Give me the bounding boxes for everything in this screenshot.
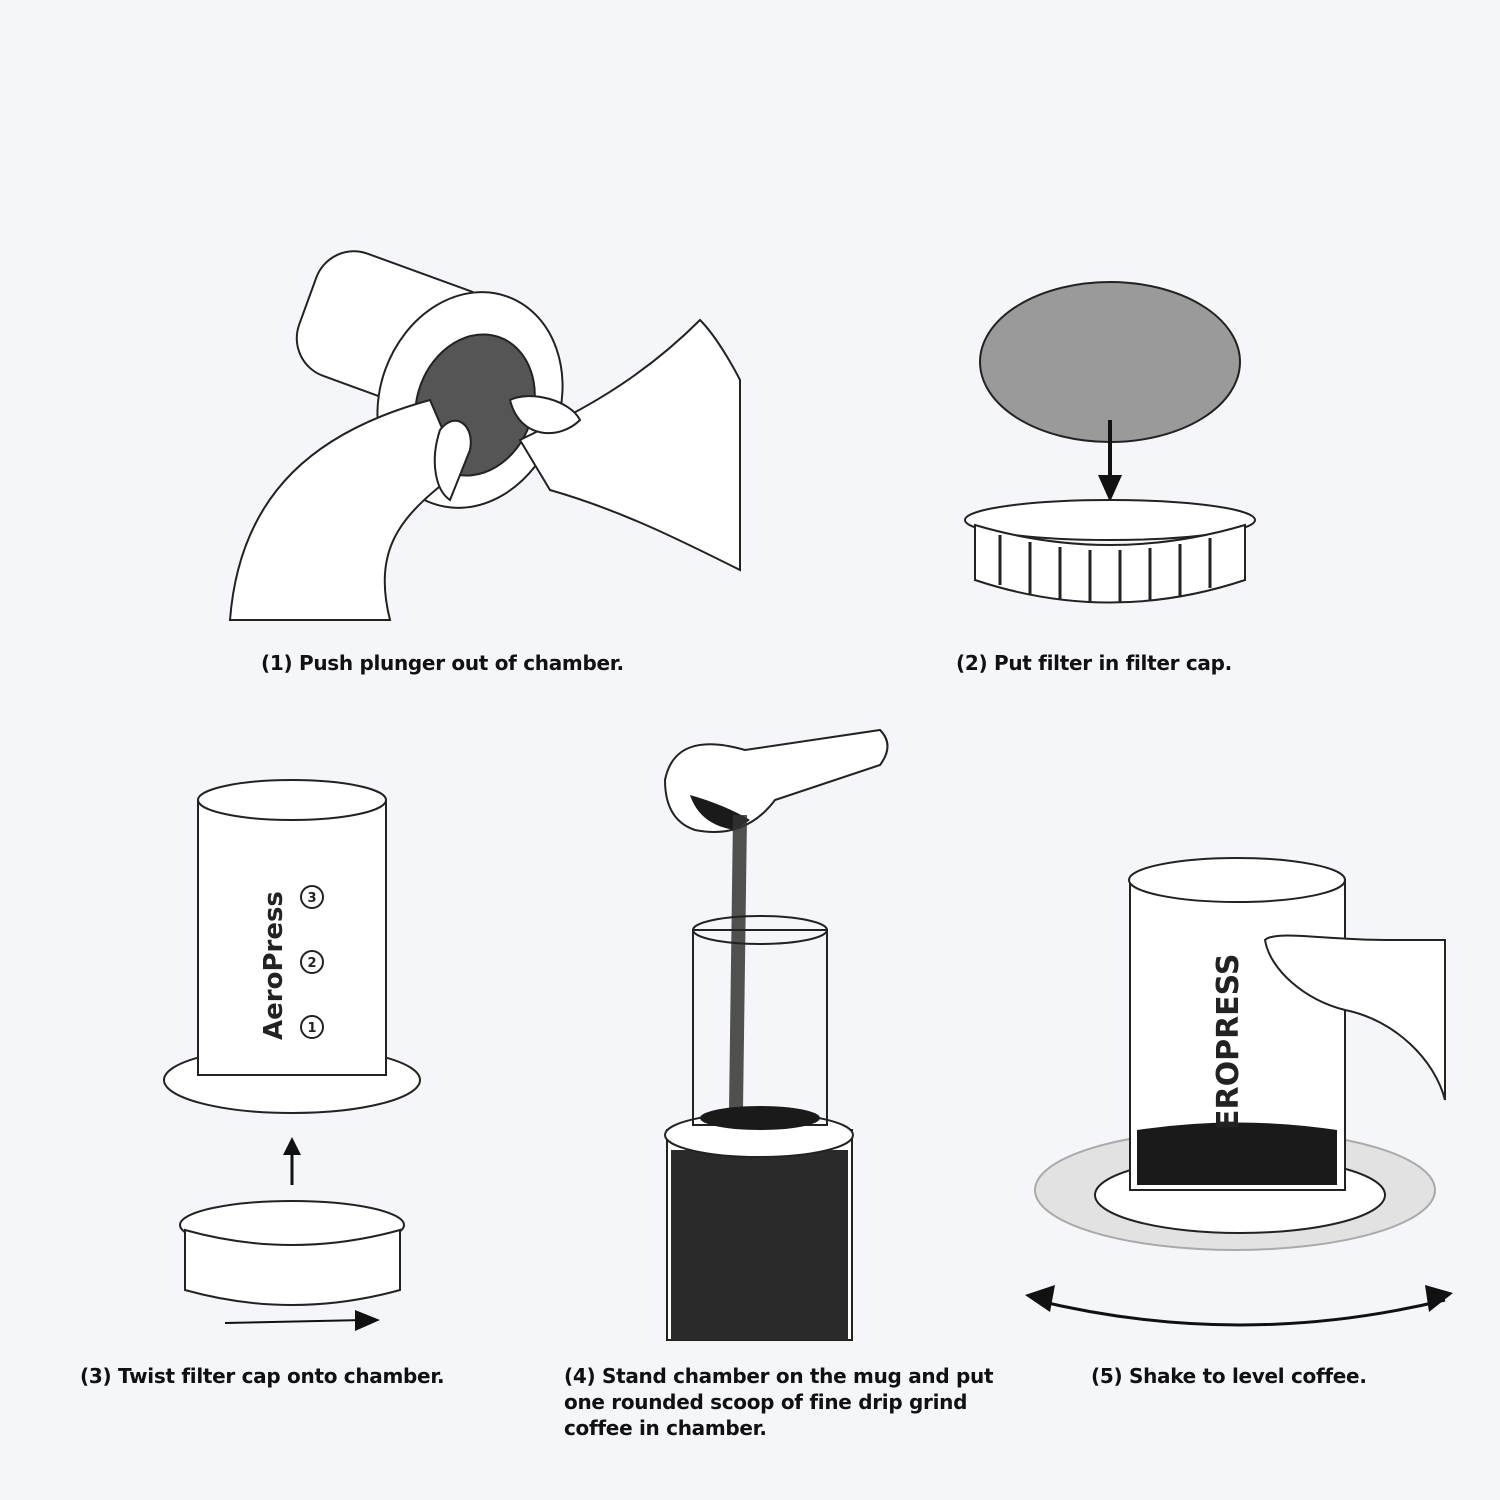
shake-arrow-right-icon (1425, 1285, 1453, 1312)
step-5-illustration: EROPRESS (1025, 857, 1453, 1327)
step-1-caption: (1) Push plunger out of chamber. (261, 651, 624, 675)
step-4-caption: (4) Stand chamber on the mug and put one… (564, 1364, 994, 1440)
chamber-marks (300, 885, 324, 1039)
step-4-illustration (663, 728, 889, 1341)
brand-logo: AeroPress (259, 891, 289, 1040)
step-1-illustration (228, 250, 741, 621)
paper-filter (979, 281, 1241, 443)
brand-logo-2: EROPRESS (1211, 953, 1246, 1130)
shake-arrow-left-icon (1025, 1285, 1055, 1312)
twist-arrow-icon (224, 1319, 366, 1324)
mark-1: 1 (307, 1021, 316, 1036)
step-2-caption: (2) Put filter in filter cap. (956, 651, 1232, 675)
mark-3: 3 (307, 891, 316, 906)
step-3-caption: (3) Twist filter cap onto chamber. (80, 1364, 445, 1388)
mark-2: 2 (307, 956, 316, 971)
coffee-stream (729, 815, 747, 1110)
step-2-illustration (964, 281, 1256, 604)
step-3-illustration: AeroPress 3 2 1 (163, 779, 421, 1331)
step-5-caption: (5) Shake to level coffee. (1091, 1364, 1367, 1388)
